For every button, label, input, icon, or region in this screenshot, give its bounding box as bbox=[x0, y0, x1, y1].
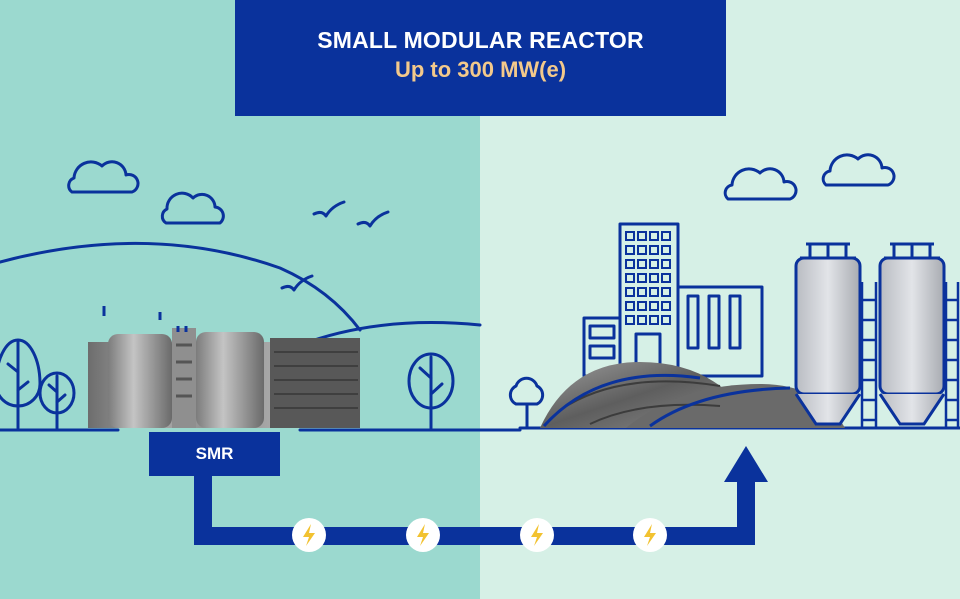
power-flow-line bbox=[194, 476, 755, 545]
lightning-bolt-icon bbox=[406, 518, 440, 552]
cloud-icon bbox=[67, 160, 140, 194]
reactor-building-image bbox=[88, 306, 360, 428]
cloud-icon bbox=[723, 167, 798, 201]
cloud-icon bbox=[821, 153, 896, 187]
smr-label: SMR bbox=[149, 432, 280, 476]
bird-icon bbox=[312, 200, 346, 218]
cloud-icon bbox=[160, 191, 225, 225]
silo-icon bbox=[794, 242, 878, 428]
lightning-bolt-icon bbox=[633, 518, 667, 552]
tree-icon bbox=[508, 376, 545, 430]
page-title: SMALL MODULAR REACTOR bbox=[317, 27, 644, 53]
bird-icon bbox=[356, 210, 390, 228]
title-banner: SMALL MODULAR REACTOR Up to 300 MW(e) bbox=[235, 0, 726, 116]
silo-icon bbox=[878, 242, 960, 428]
tree-icon bbox=[0, 338, 42, 430]
bird-icon bbox=[280, 274, 314, 292]
tree-icon bbox=[38, 371, 76, 430]
lightning-bolt-icon bbox=[520, 518, 554, 552]
page-subtitle: Up to 300 MW(e) bbox=[394, 57, 567, 82]
arrow-up-icon bbox=[724, 446, 768, 482]
tower-windows bbox=[625, 231, 671, 325]
tree-icon bbox=[407, 352, 455, 430]
hill-line bbox=[0, 241, 362, 332]
lightning-bolt-icon bbox=[292, 518, 326, 552]
storage-domes-image bbox=[540, 362, 845, 428]
